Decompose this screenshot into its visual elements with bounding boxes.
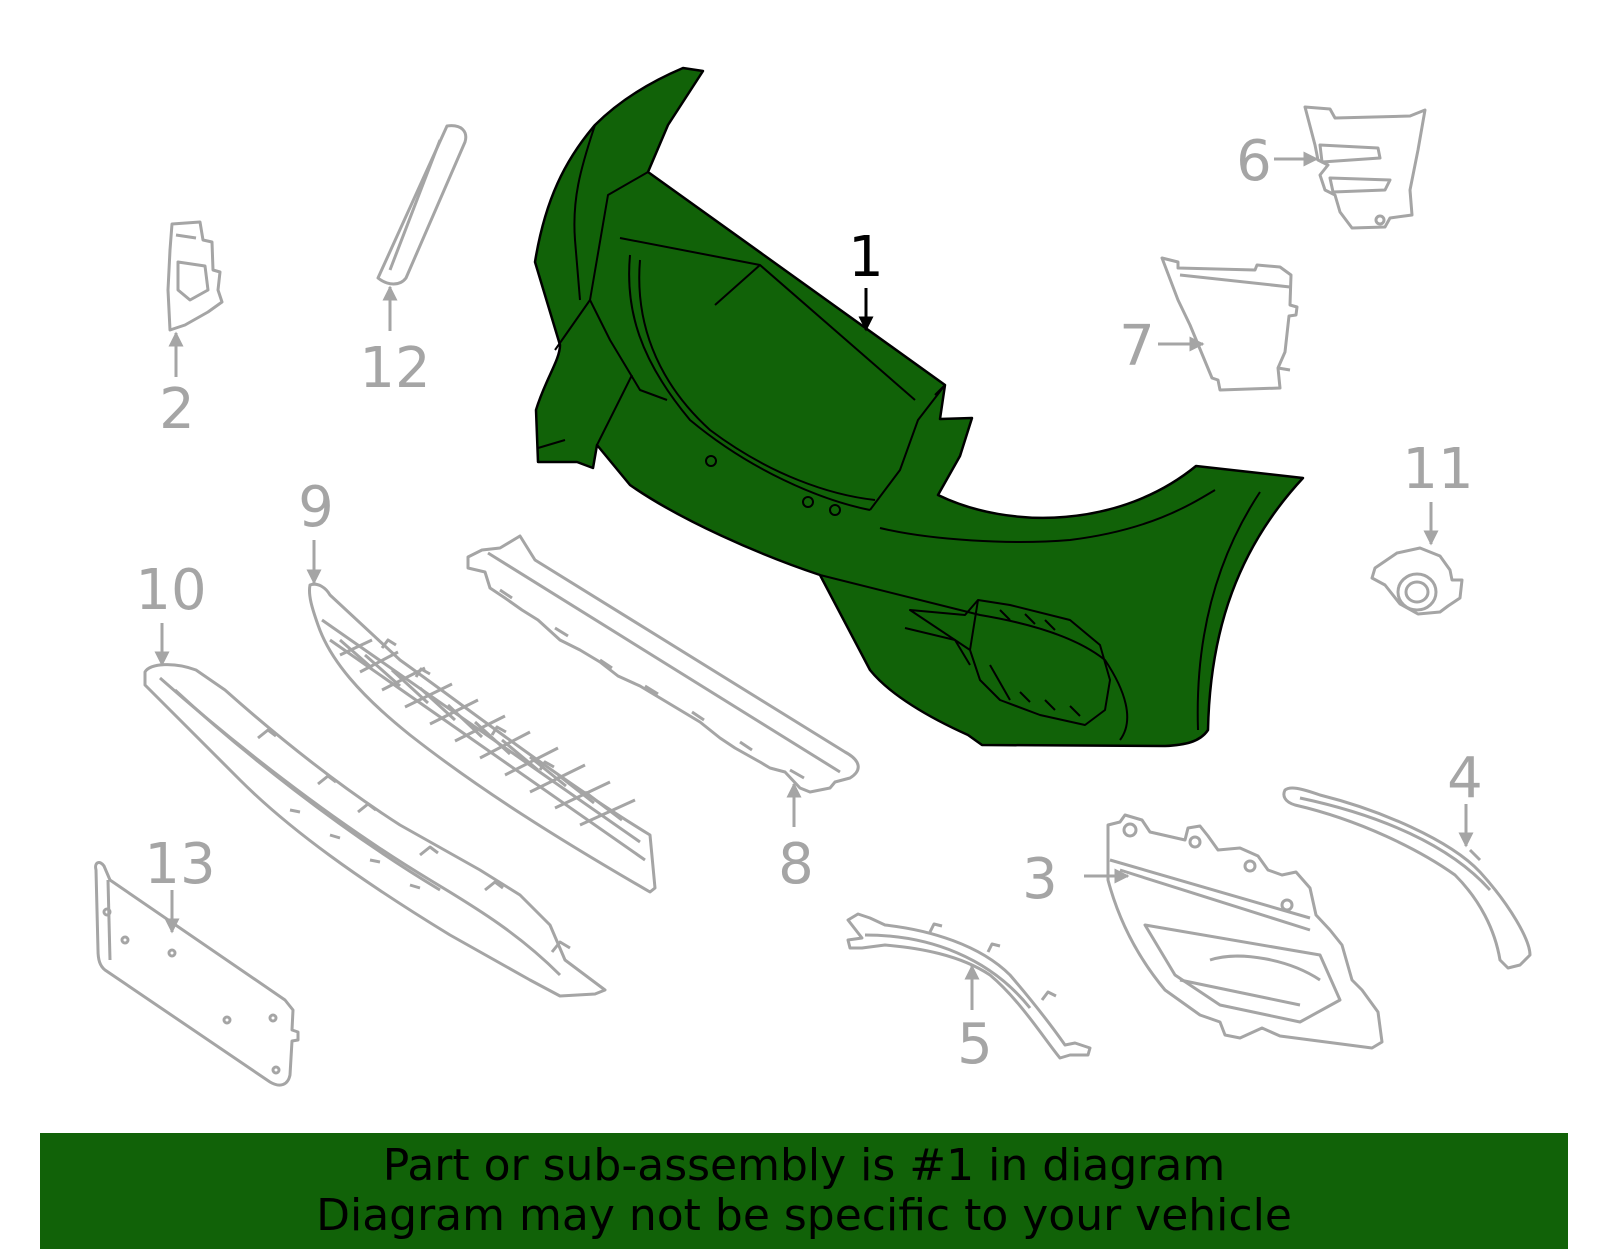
part-2-bracket[interactable] — [166, 220, 224, 332]
part-1-bumper-cover[interactable] — [533, 66, 1305, 748]
callout-label-9: 9 — [298, 475, 334, 540]
callout-label-1: 1 — [848, 225, 884, 290]
part-8-grille-bracket[interactable] — [466, 534, 860, 794]
callout-label-6: 6 — [1236, 129, 1272, 194]
part-3-fog-lamp-bezel[interactable] — [1106, 813, 1384, 1050]
callout-label-10: 10 — [135, 558, 206, 623]
part-6-bracket[interactable] — [1303, 105, 1427, 230]
part-11-parking-sensor[interactable] — [1370, 546, 1464, 616]
part-9-grille[interactable] — [308, 582, 657, 894]
callout-label-7: 7 — [1119, 314, 1155, 379]
banner-line-2: Diagram may not be specific to your vehi… — [316, 1190, 1292, 1241]
banner-line-1: Part or sub-assembly is #1 in diagram — [382, 1140, 1226, 1191]
part-10-lower-grille[interactable] — [143, 663, 607, 998]
callout-label-4: 4 — [1447, 746, 1483, 811]
part-7-bracket[interactable] — [1160, 256, 1299, 392]
part-4-trim-strip[interactable] — [1282, 786, 1532, 970]
callout-label-13: 13 — [144, 832, 215, 897]
part-13-license-plate-bracket[interactable] — [94, 861, 300, 1087]
callout-label-2: 2 — [159, 377, 195, 442]
part-5-trim-strip[interactable] — [846, 912, 1092, 1060]
callout-label-3: 3 — [1022, 847, 1058, 912]
callout-label-8: 8 — [778, 832, 814, 897]
callout-label-11: 11 — [1402, 437, 1473, 502]
info-banner: Part or sub-assembly is #1 in diagram Di… — [40, 1133, 1568, 1249]
callout-label-5: 5 — [957, 1012, 993, 1077]
part-12-trim-strip[interactable] — [376, 124, 468, 286]
callout-label-12: 12 — [359, 336, 430, 401]
